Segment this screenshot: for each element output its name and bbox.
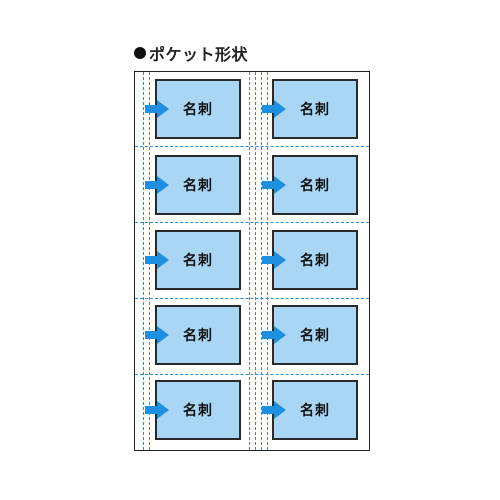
right-arrow-icon: [145, 100, 169, 118]
guide-line-horizontal: [135, 222, 369, 223]
pocket-label: 名刺: [183, 403, 213, 419]
pocket: 名刺: [272, 380, 358, 440]
right-arrow-icon: [145, 251, 169, 269]
pocket-label: 名刺: [300, 178, 330, 194]
pocket: 名刺: [155, 305, 241, 365]
pocket-label: 名刺: [183, 253, 213, 269]
pocket-label: 名刺: [183, 102, 213, 118]
heading: ポケット形状: [134, 42, 248, 64]
guide-line-horizontal: [135, 374, 369, 375]
guide-line-horizontal: [135, 298, 369, 299]
right-arrow-icon: [262, 176, 286, 194]
pocket: 名刺: [155, 380, 241, 440]
guide-line-vertical: [261, 72, 262, 450]
pocket: 名刺: [272, 305, 358, 365]
right-arrow-icon: [145, 326, 169, 344]
right-arrow-icon: [262, 100, 286, 118]
heading-title: ポケット形状: [149, 45, 249, 64]
pocket-label: 名刺: [300, 403, 330, 419]
pocket: 名刺: [272, 230, 358, 290]
filled-circle-icon: [134, 47, 146, 59]
pocket: 名刺: [155, 230, 241, 290]
right-arrow-icon: [262, 401, 286, 419]
pocket-label: 名刺: [300, 328, 330, 344]
pocket-label: 名刺: [300, 102, 330, 118]
pocket: 名刺: [155, 155, 241, 215]
pocket-label: 名刺: [300, 253, 330, 269]
pocket-sheet: 名刺 名刺 名刺 名刺 名刺 名刺 名刺 名刺 名刺 名刺: [134, 71, 370, 451]
pocket-label: 名刺: [183, 328, 213, 344]
guide-line-horizontal: [135, 146, 369, 147]
right-arrow-icon: [262, 326, 286, 344]
pocket-label: 名刺: [183, 178, 213, 194]
right-arrow-icon: [145, 176, 169, 194]
guide-line-vertical: [143, 72, 144, 450]
guide-line-vertical: [255, 72, 256, 450]
right-arrow-icon: [145, 401, 169, 419]
right-arrow-icon: [262, 251, 286, 269]
guide-line-vertical: [249, 72, 250, 450]
